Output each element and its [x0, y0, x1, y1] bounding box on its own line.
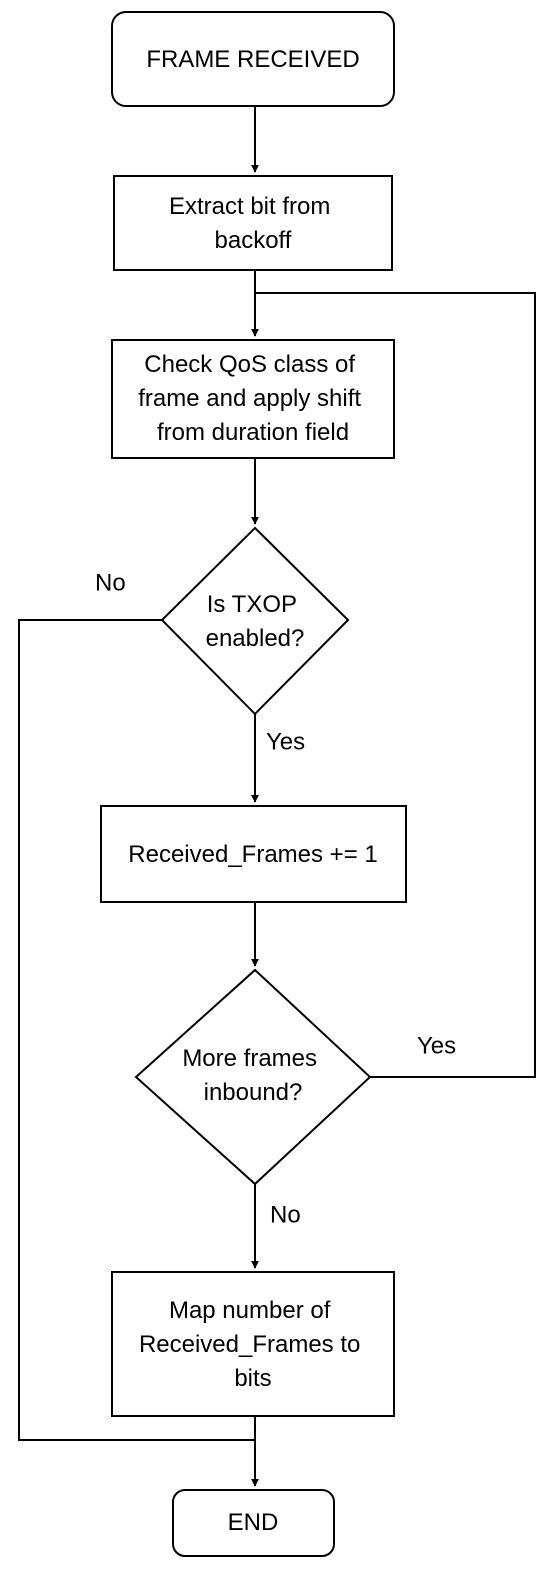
- node-check-qos: Check QoS class of frame and apply shift…: [111, 339, 395, 459]
- decision-more-frames-inbound-label: More frames inbound?: [182, 1045, 323, 1106]
- node-frame-received: FRAME RECEIVED: [111, 11, 395, 107]
- node-extract-bit: Extract bit from backoff: [113, 175, 393, 271]
- node-map-bits: Map number of Received_Frames to bits: [111, 1271, 395, 1417]
- edges: [18, 106, 536, 1487]
- edge-label-more-yes: Yes: [417, 1033, 456, 1060]
- node-extract-bit-label: Extract bit from backoff: [169, 193, 337, 254]
- node-end: END: [172, 1489, 335, 1557]
- node-end-label: END: [228, 1509, 279, 1536]
- edge-txop-no-to-end: [18, 619, 255, 1441]
- decision-more-frames-inbound: More frames inbound?: [134, 968, 372, 1186]
- edge-label-txop-no: No: [95, 570, 126, 597]
- node-frame-received-label: FRAME RECEIVED: [146, 46, 359, 73]
- edge-label-more-no: No: [270, 1202, 301, 1229]
- node-check-qos-label: Check QoS class of frame and apply shift…: [138, 351, 367, 446]
- decision-txop-enabled: Is TXOP enabled?: [160, 526, 350, 716]
- node-received-frames-increment: Received_Frames += 1: [100, 805, 407, 903]
- node-map-bits-label: Map number of Received_Frames to bits: [139, 1297, 367, 1392]
- edge-label-txop-yes: Yes: [266, 729, 305, 756]
- edge-more-yes-loop-to-check-qos: [255, 292, 536, 1078]
- decision-txop-enabled-label: Is TXOP enabled?: [206, 591, 305, 652]
- node-received-frames-increment-label: Received_Frames += 1: [128, 841, 377, 868]
